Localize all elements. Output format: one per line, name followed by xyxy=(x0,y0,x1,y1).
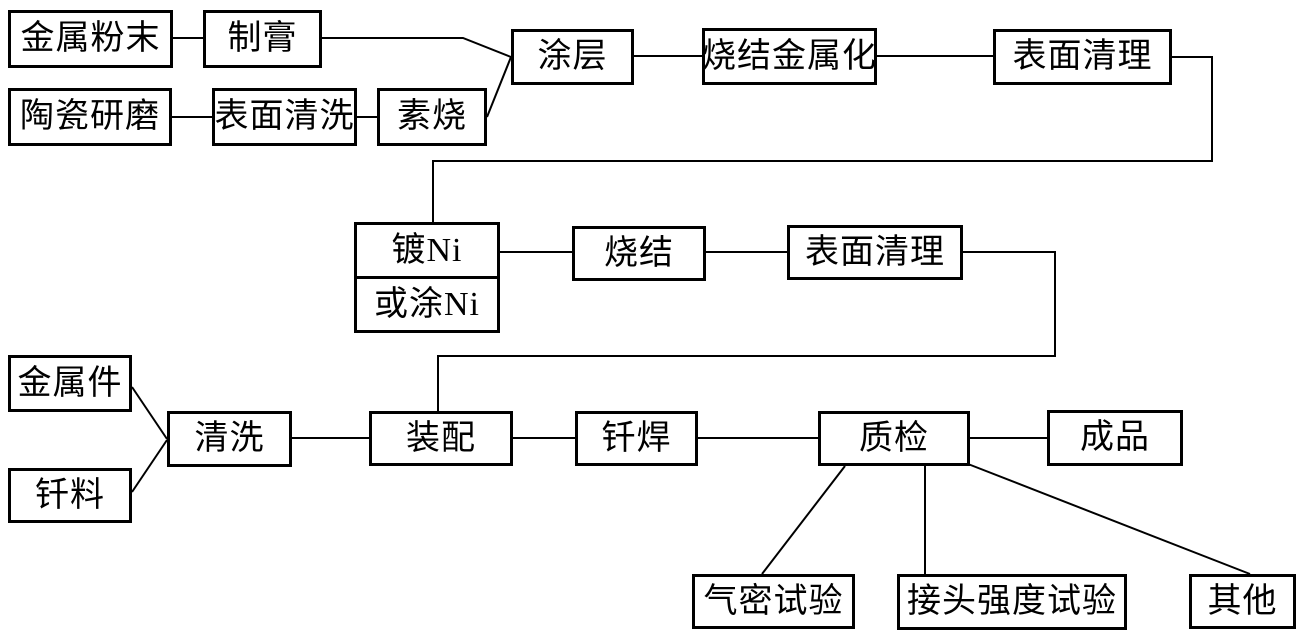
node-finished-product: 成品 xyxy=(1047,410,1183,466)
node-label: 清洗 xyxy=(194,420,265,457)
node-or-ni-coating: 或涂Ni xyxy=(357,276,497,330)
node-label: 接头强度试验 xyxy=(907,583,1117,620)
node-label: 表面清洗 xyxy=(214,98,355,135)
node-label: 质检 xyxy=(859,419,929,457)
node-metal-powder: 金属粉末 xyxy=(8,10,173,68)
node-label: 陶瓷研磨 xyxy=(20,98,160,135)
node-brazing: 钎焊 xyxy=(575,411,698,466)
edge-surface-cleaning-to-ni-plating xyxy=(432,56,1213,222)
node-label: 烧结 xyxy=(604,234,674,272)
node-airtight-test: 气密试验 xyxy=(692,574,855,629)
node-label: 烧结金属化 xyxy=(702,37,877,75)
node-ni-plating-group: 镀Ni 或涂Ni xyxy=(354,222,500,333)
node-cleaning: 清洗 xyxy=(167,411,292,467)
node-label: 金属件 xyxy=(17,364,123,402)
node-label: 成品 xyxy=(1080,419,1150,456)
node-make-paste: 制膏 xyxy=(203,10,322,68)
node-label: 其他 xyxy=(1207,582,1278,620)
node-label: 涂层 xyxy=(537,38,608,75)
node-label: 或涂Ni xyxy=(374,285,480,323)
node-bisque-firing: 素烧 xyxy=(377,88,487,146)
node-label: 镀Ni xyxy=(391,231,463,269)
node-label: 装配 xyxy=(406,419,476,457)
node-label: 金属粉末 xyxy=(20,20,161,57)
node-label: 钎焊 xyxy=(601,419,672,457)
edge-brazing-filler-to-cleaning xyxy=(131,439,168,493)
node-ni-plating: 镀Ni xyxy=(357,225,497,276)
edge-surface-cleaning-mid-to-assembly xyxy=(437,251,1056,411)
node-label: 气密试验 xyxy=(703,582,844,620)
node-coating: 涂层 xyxy=(511,29,634,85)
node-surface-cleaning-mid: 表面清理 xyxy=(787,225,963,280)
edge-bisque-firing-to-coating xyxy=(486,56,512,118)
node-ceramic-grinding: 陶瓷研磨 xyxy=(8,88,172,146)
node-assembly: 装配 xyxy=(369,411,513,466)
node-quality-inspection: 质检 xyxy=(818,411,970,466)
node-surface-washing: 表面清洗 xyxy=(212,88,357,146)
edge-quality-inspection-to-airtight-test xyxy=(761,465,846,575)
node-sintering: 烧结 xyxy=(572,226,706,281)
node-label: 钎料 xyxy=(35,476,105,514)
edge-make-paste-to-coating xyxy=(322,37,512,58)
node-joint-strength-test: 接头强度试验 xyxy=(897,574,1127,630)
node-others: 其他 xyxy=(1189,574,1296,629)
edge-metal-parts-to-cleaning xyxy=(131,386,168,440)
node-surface-cleaning-top: 表面清理 xyxy=(993,29,1172,85)
node-label: 制膏 xyxy=(227,20,298,57)
node-label: 表面清理 xyxy=(805,233,945,271)
edge-quality-inspection-to-others xyxy=(967,463,1251,575)
node-label: 素烧 xyxy=(397,98,467,135)
node-label: 表面清理 xyxy=(1012,38,1153,75)
node-sintering-metallization: 烧结金属化 xyxy=(702,28,877,85)
node-metal-parts: 金属件 xyxy=(8,355,132,412)
node-brazing-filler: 钎料 xyxy=(8,468,132,523)
